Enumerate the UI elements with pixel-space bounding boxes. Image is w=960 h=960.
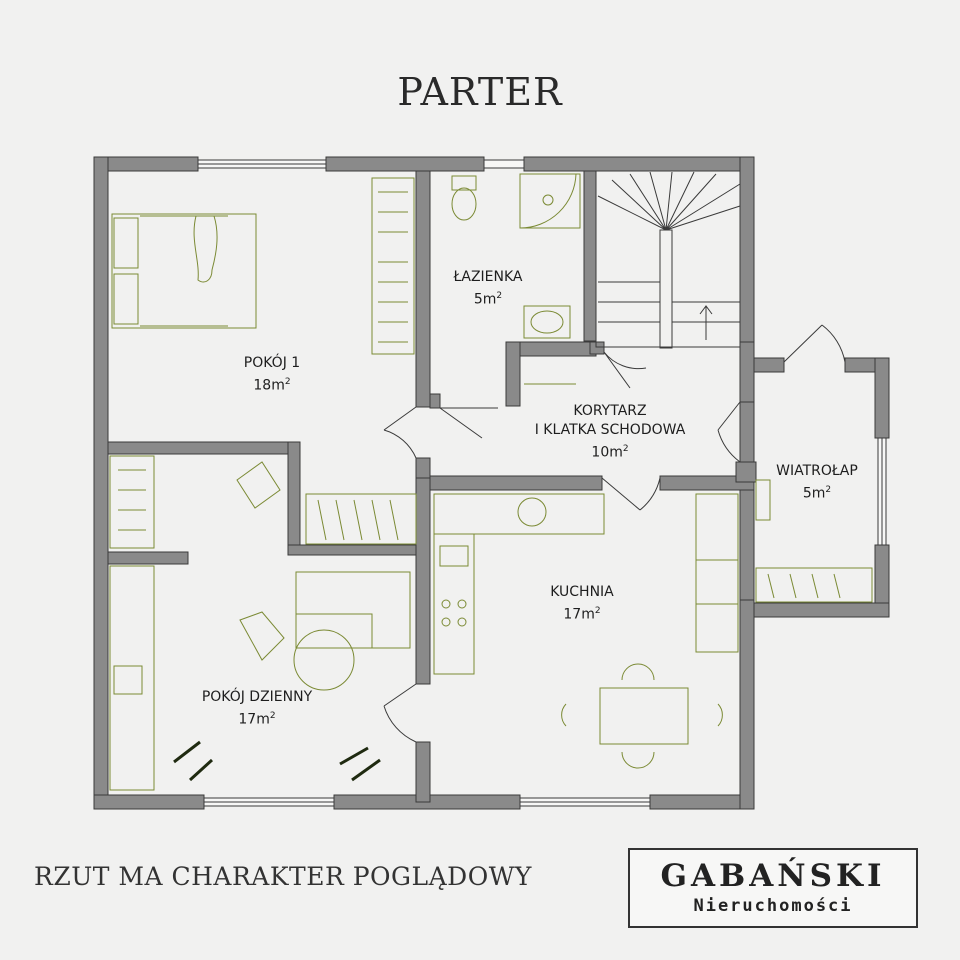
room-label-korytarz: KORYTARZ I KLATKA SCHODOWA 10m2	[535, 402, 686, 463]
room-area: 17m2	[238, 711, 276, 728]
room-area: 5m2	[473, 291, 503, 308]
room-name: KORYTARZ	[573, 403, 647, 419]
room-label-kuchnia: KUCHNIA 17m2	[550, 583, 614, 625]
room-area: 10m2	[591, 444, 629, 461]
wardrobe-1	[371, 177, 415, 355]
bed	[111, 213, 257, 329]
logo-brand: GABAŃSKI	[660, 858, 886, 894]
counter-right	[695, 493, 739, 653]
counter-left	[433, 533, 475, 675]
windows	[197, 159, 887, 807]
room-label-lazienka: ŁAZIENKA 5m2	[454, 268, 523, 310]
shoe-shelf	[305, 493, 417, 545]
washbasin	[523, 305, 571, 339]
wall-top-mid	[325, 156, 485, 172]
logo-subtitle: Nieruchomości	[693, 896, 853, 916]
wall-int-14	[739, 341, 755, 403]
toilet	[451, 175, 477, 191]
disclaimer: RZUT MA CHARAKTER POGLĄDOWY	[34, 862, 532, 891]
wall-int-13	[589, 341, 605, 355]
wall-left	[93, 156, 109, 810]
wall-bottom-left	[93, 794, 205, 810]
wall-int-11	[505, 341, 521, 407]
wardrobe-2	[109, 455, 155, 549]
room-area: 18m2	[253, 377, 291, 394]
wall-top-right	[523, 156, 755, 172]
room-name: POKÓJ 1	[243, 355, 301, 371]
wall-top-left	[93, 156, 199, 172]
room-name-2: I KLATKA SCHODOWA	[534, 422, 686, 438]
doors	[383, 324, 846, 743]
vestibule-shelf	[755, 567, 873, 603]
wall-int-4	[415, 741, 431, 803]
stairs	[595, 170, 741, 349]
wall-int-15	[429, 475, 603, 491]
room-label-pokoj-1: POKÓJ 1 18m2	[244, 354, 300, 396]
wall-int-12	[429, 393, 441, 409]
wall-int-17	[735, 461, 757, 483]
furniture	[109, 173, 873, 791]
sofa	[295, 571, 411, 649]
room-name: KUCHNIA	[550, 584, 614, 600]
room-name: WIATROŁAP	[776, 463, 858, 479]
wall-int-6	[287, 441, 301, 555]
wall-int-8	[107, 551, 189, 565]
room-label-wiatrolap: WIATROŁAP 5m2	[776, 462, 858, 504]
wall-int-5	[107, 441, 299, 455]
wall-int-7	[287, 544, 417, 556]
dining-table	[599, 687, 689, 745]
wall-vest-top	[753, 357, 785, 373]
wall-int-1	[415, 170, 431, 408]
wall-bottom-right	[649, 794, 755, 810]
room-name: POKÓJ DZIENNY	[201, 689, 313, 705]
cabinet	[109, 565, 155, 791]
table-round	[293, 629, 355, 691]
room-area: 5m2	[802, 485, 832, 502]
room-area: 17m2	[563, 606, 601, 623]
wall-vest-right	[874, 357, 890, 439]
wall-int-16	[659, 475, 755, 491]
wall-right-lower	[739, 599, 755, 810]
shower	[519, 173, 581, 229]
counter-top	[433, 493, 605, 535]
plan-title: PARTER	[397, 70, 563, 114]
wall-int-9	[583, 170, 597, 342]
wall-vest-bottom	[753, 602, 890, 618]
company-logo: GABAŃSKI Nieruchomości	[628, 848, 918, 928]
room-name: ŁAZIENKA	[453, 269, 523, 285]
room-label-pokoj-dzienny: POKÓJ DZIENNY 17m2	[202, 688, 312, 730]
wall-int-3	[415, 477, 431, 685]
